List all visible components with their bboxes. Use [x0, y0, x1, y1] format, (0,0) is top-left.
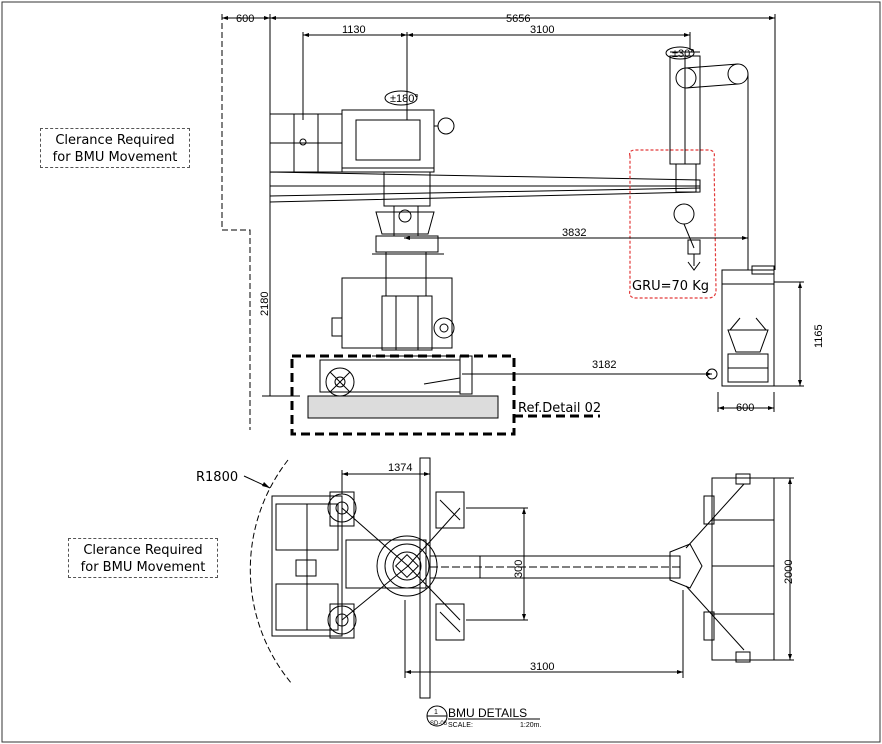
dim-2180: 2180 [259, 292, 271, 316]
rotation-markers [384, 46, 695, 106]
radius-label: R1800 [196, 470, 238, 485]
dim-3100-bottom: 3100 [530, 661, 554, 673]
dim-1130: 1130 [342, 24, 366, 36]
title-text: BMU DETAILS [448, 706, 527, 720]
scale-label: SCALE: [448, 722, 473, 729]
rotation-30-label: ±30° [672, 48, 695, 60]
clearance-note-top: Clerance Required for BMU Movement [40, 128, 190, 168]
clearance-note-bottom: Clerance Required for BMU Movement [68, 538, 218, 578]
plan-arrows [262, 472, 792, 674]
title-number: 1 [434, 709, 438, 716]
gru-load-label: GRU=70 Kg [632, 279, 709, 294]
dim-600-left: 600 [236, 13, 254, 25]
rotation-180-label: ±180° [390, 93, 419, 105]
dim-5656: 5656 [506, 13, 530, 25]
dim-2000: 2000 [783, 560, 795, 584]
title-block: 1 SD-06 BMU DETAILS SCALE: 1:20m. [426, 705, 541, 729]
dim-600-right: 600 [736, 402, 754, 414]
scale-value: 1:20m. [520, 722, 541, 729]
clearance-note-top-line1: Clerance Required [55, 133, 175, 148]
plan-view [243, 457, 794, 699]
elevation-view [221, 14, 804, 436]
dim-3182: 3182 [592, 359, 616, 371]
ref-detail-label: Ref.Detail 02 [518, 401, 601, 416]
dim-3100-top: 3100 [530, 24, 554, 36]
dimension-arrows [222, 16, 802, 410]
title-sheet: SD-06 [430, 721, 448, 727]
clearance-note-bottom-line2: for BMU Movement [80, 560, 206, 575]
dim-1165: 1165 [813, 324, 825, 348]
dim-1374: 1374 [388, 462, 412, 474]
clearance-note-top-line2: for BMU Movement [52, 150, 178, 165]
dim-300: 300 [513, 560, 525, 578]
clearance-note-bottom-line1: Clerance Required [83, 543, 203, 558]
dim-3832: 3832 [562, 227, 586, 239]
